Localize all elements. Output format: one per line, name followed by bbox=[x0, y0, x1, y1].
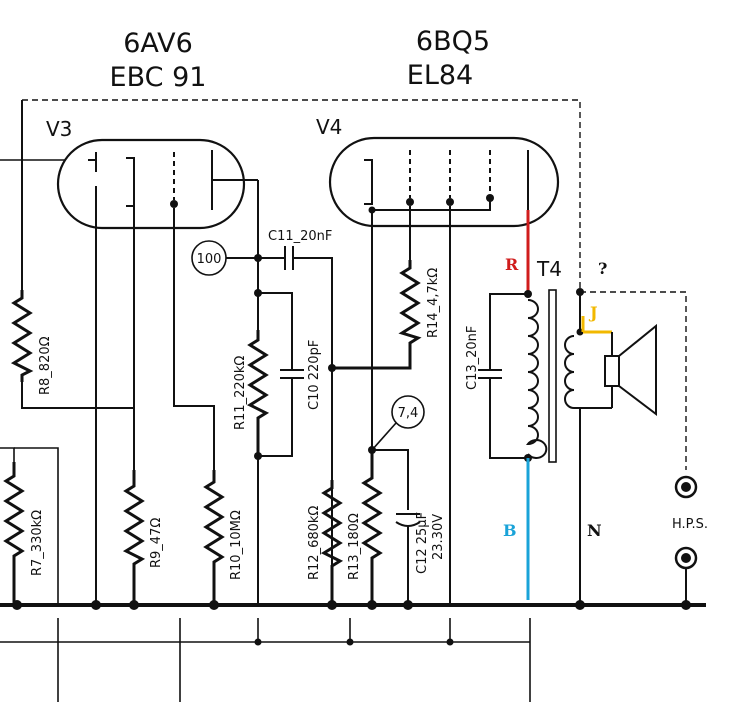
v4-ref-label: V4 bbox=[316, 115, 342, 139]
c10-bottom-wire bbox=[258, 378, 293, 457]
top-dashed-line bbox=[22, 99, 581, 292]
node-plate-v3 bbox=[254, 254, 262, 262]
c12-voltage-label: 23.30V bbox=[431, 514, 446, 560]
t4-label: T4 bbox=[536, 257, 562, 281]
r8-to-r9-wire bbox=[21, 382, 135, 409]
r9-resistor bbox=[122, 470, 146, 605]
marker-j: J bbox=[588, 303, 598, 322]
t4-primary-winding bbox=[526, 299, 548, 459]
speaker-magnet bbox=[604, 355, 620, 387]
c12-label: C12 25µF bbox=[415, 512, 430, 574]
secondary-yellow-wire bbox=[581, 316, 612, 334]
v3-envelope bbox=[56, 138, 246, 230]
r7-right-wire bbox=[14, 447, 59, 605]
r7-resistor bbox=[3, 462, 25, 605]
v4-envelope bbox=[328, 136, 560, 228]
hps-label: H.P.S. bbox=[672, 517, 708, 532]
r11-label: R11_220kΩ bbox=[233, 356, 248, 430]
r12-resistor bbox=[320, 480, 344, 605]
lower-bus-stubs bbox=[57, 618, 531, 702]
hps-jack-bottom bbox=[674, 546, 698, 570]
v4-equivalent-label: EL84 bbox=[407, 60, 473, 91]
tp74-leader bbox=[371, 422, 397, 451]
r11-resistor bbox=[246, 330, 270, 456]
v4-heading: 6BQ5 EL84 bbox=[407, 26, 490, 91]
v4-cathode bbox=[364, 159, 373, 205]
c10-label: C10 220pF bbox=[307, 340, 322, 410]
test-point-7-4: 7,4 bbox=[391, 395, 425, 429]
r9-label: R9_47Ω bbox=[149, 518, 164, 568]
v3-cathode bbox=[126, 157, 135, 207]
v3-grid-node bbox=[170, 200, 178, 208]
test-point-100: 100 bbox=[191, 240, 227, 276]
marker-b: B bbox=[503, 521, 517, 540]
speaker-icon bbox=[604, 323, 657, 417]
marker-n: N bbox=[587, 521, 602, 540]
t4-secondary-winding bbox=[564, 335, 575, 409]
c10-top-wire bbox=[258, 292, 293, 370]
r8-label: R8_820Ω bbox=[38, 336, 53, 395]
t4-core bbox=[548, 289, 557, 463]
speaker-cone bbox=[618, 323, 657, 417]
r10-label: R10_10MΩ bbox=[229, 510, 244, 580]
r7-label: R7_330kΩ bbox=[30, 510, 45, 576]
v4-grid2-node bbox=[446, 198, 454, 206]
marker-r: R bbox=[505, 255, 519, 274]
v4-grid3-to-cathode bbox=[372, 198, 491, 211]
v4-type-label: 6BQ5 bbox=[416, 26, 490, 57]
v4-grid1-node bbox=[406, 198, 414, 206]
r13-label: R13_180Ω bbox=[347, 513, 362, 580]
r14-label: R14_4,7kΩ bbox=[426, 268, 441, 338]
r10-resistor bbox=[203, 470, 225, 605]
c12-top-wire bbox=[372, 449, 409, 510]
r14-resistor bbox=[332, 260, 422, 370]
v3-equivalent-label: EBC 91 bbox=[110, 62, 207, 93]
hps-jack-top bbox=[674, 475, 698, 499]
v3-grid-wire bbox=[173, 228, 215, 470]
ground-bus-nodes bbox=[12, 600, 691, 610]
tp100-label: 100 bbox=[197, 252, 222, 267]
r12-label: R12_680kΩ bbox=[307, 506, 322, 580]
marker-question: ? bbox=[598, 259, 607, 278]
r13-resistor bbox=[361, 450, 383, 605]
v3-tube: V3 bbox=[46, 117, 258, 230]
v4-tube: V4 bbox=[316, 115, 560, 228]
v3-type-label: 6AV6 bbox=[123, 28, 193, 59]
r8-resistor bbox=[10, 290, 34, 382]
right-dashed-line bbox=[580, 291, 687, 470]
c13-top-wire bbox=[489, 293, 528, 370]
c13-bottom-wire bbox=[489, 378, 528, 459]
v3-ref-label: V3 bbox=[46, 117, 72, 141]
tp74-label: 7,4 bbox=[398, 406, 419, 421]
input-wire-r7 bbox=[0, 447, 15, 462]
v3-heading: 6AV6 EBC 91 bbox=[110, 28, 207, 93]
c11-label: C11_20nF bbox=[268, 229, 332, 244]
c13-label: C13_20nF bbox=[465, 326, 480, 390]
